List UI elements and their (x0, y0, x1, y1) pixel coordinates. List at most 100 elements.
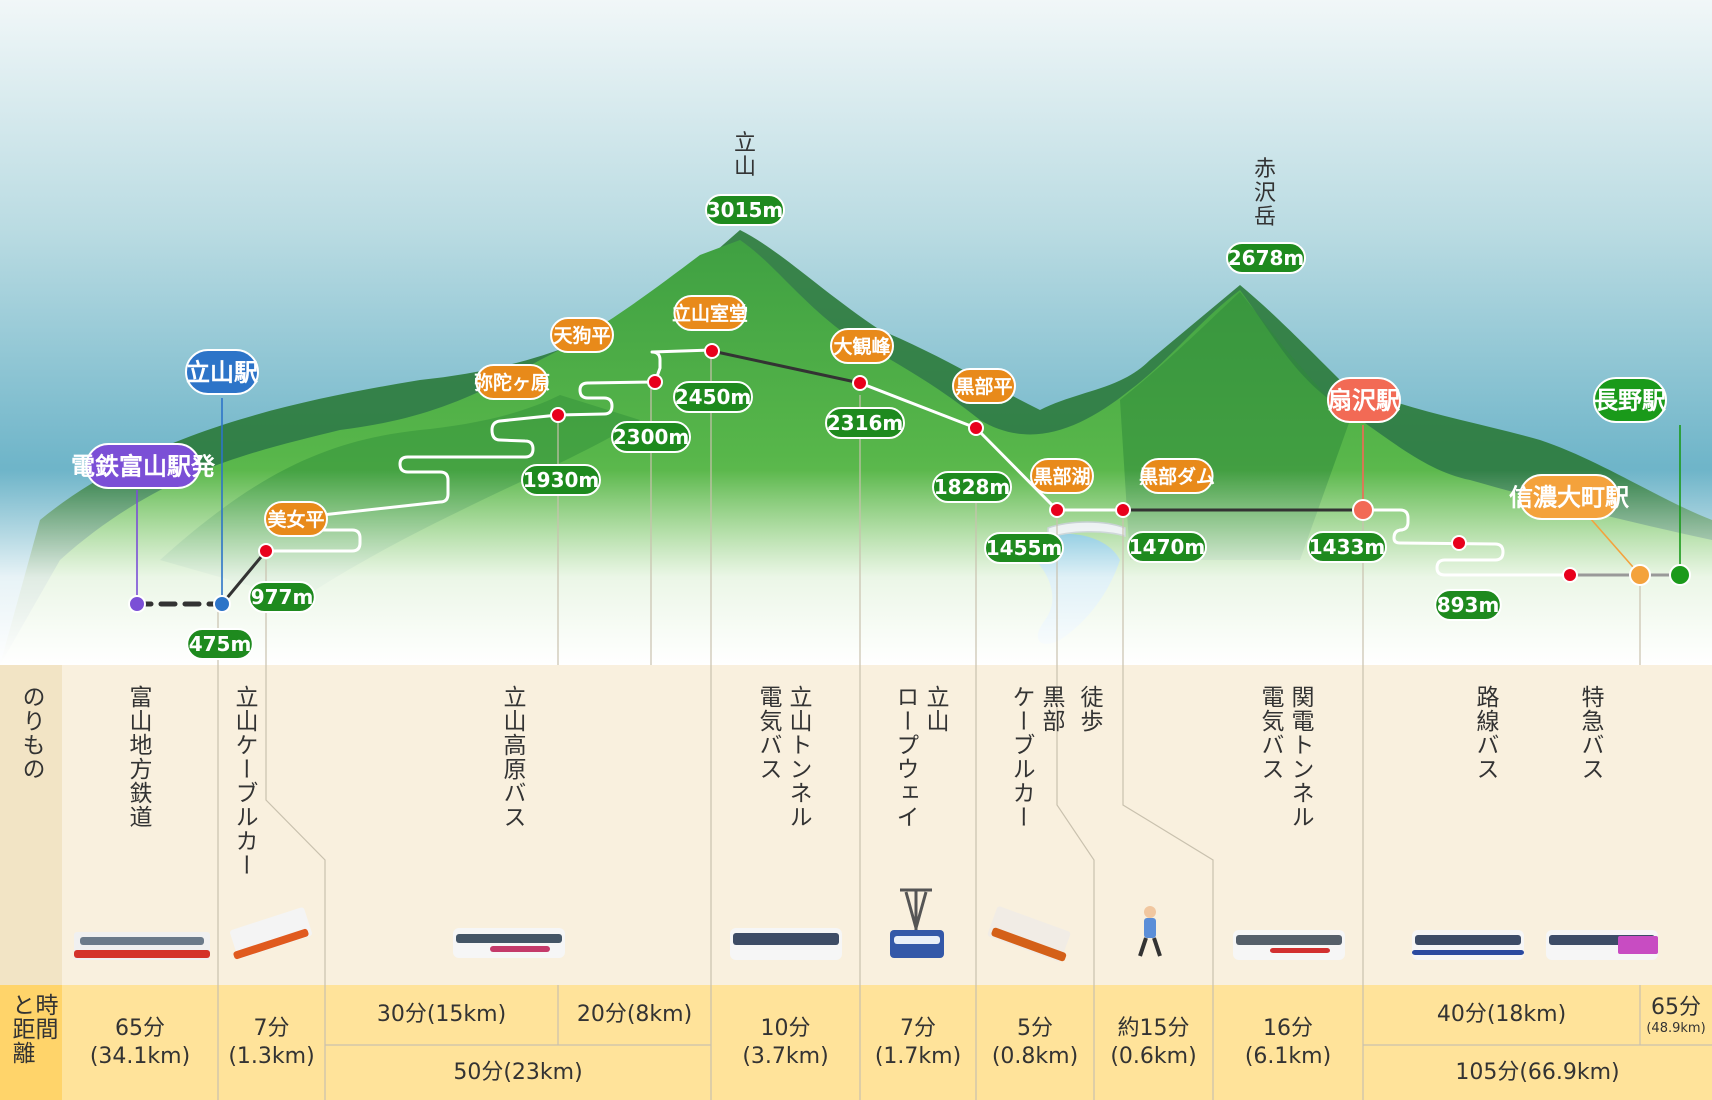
time-value: 7分 (900, 1015, 936, 1041)
vehicle-cablecar-stripe (233, 928, 309, 960)
station-tengudaira-bg (550, 317, 614, 353)
station-labels: 電鉄富山駅発立山駅美女平弥陀ヶ原天狗平立山室堂大観峰黒部平黒部湖黒部ダム扇沢駅信… (71, 295, 1667, 537)
dot-midagahara (550, 407, 566, 423)
route-kurobe-cable (974, 426, 1059, 512)
station-tengudaira-text: 天狗平 (553, 324, 610, 347)
dot-nagano (1669, 564, 1691, 586)
station-daikanbo: 大観峰 (830, 328, 894, 364)
altitude-alt-2300-bg (611, 421, 691, 453)
vehicle-train-windows (80, 937, 204, 945)
station-murodo: 立山室堂 (672, 295, 748, 331)
distance-value: (1.3km) (228, 1043, 315, 1069)
dot-daikanbo (852, 375, 868, 391)
altitude-alt-2300-text: 2300m (613, 425, 690, 449)
section-dividers (217, 355, 1712, 1100)
vehicle-name-tunnel-trolley-1: 電気バス (755, 685, 781, 781)
station-daikanbo-text: 大観峰 (833, 335, 891, 358)
altitude-alt-1828-bg (932, 471, 1012, 503)
altitude-alt-1455-text: 1455m (986, 536, 1063, 560)
altitude-alt-1470-text: 1470m (1129, 535, 1206, 559)
station-bijodaira-bg (264, 501, 328, 537)
time-value: 65分 (115, 1015, 165, 1041)
station-daikanbo-bg (830, 328, 894, 364)
station-midagahara: 弥陀ヶ原 (474, 364, 550, 400)
vehicle-name-ropeway-0: 立山 (922, 685, 948, 733)
time-cell-t-express: 65分(48.9km) (1640, 985, 1712, 1045)
station-shinano-omachi: 信濃大町駅 (1509, 474, 1629, 520)
time-header-b: と距離 (8, 993, 34, 1065)
station-kurobedaira-bg (952, 368, 1016, 404)
station-dentetsu-toyama: 電鉄富山駅発 (71, 443, 216, 489)
peak-altitude-akazawadake-bg (1226, 242, 1306, 274)
altitude-alt-475: 475m (186, 628, 254, 660)
time-cell-t-trolley: 10分(3.7km) (711, 985, 860, 1100)
vehicle-trolley-windows (733, 933, 839, 945)
altitude-alt-977-text: 977m (251, 585, 314, 609)
distance-value: (48.9km) (1646, 1021, 1706, 1036)
station-tateyama-st-bg (185, 349, 259, 395)
altitude-alt-1930: 1930m (521, 464, 601, 496)
vehicle-name-kanden-tunnel-0: 関電トンネル (1287, 685, 1313, 829)
altitude-alt-977: 977m (248, 581, 316, 613)
vehicle-name-tateyama-cable-0: 立山ケーブルカー (231, 685, 257, 877)
vehicle-name-express-bus-0: 特急バス (1577, 685, 1603, 781)
station-tengudaira: 天狗平 (550, 317, 614, 353)
station-kurobedaira: 黒部平 (952, 368, 1016, 404)
time-value: 40分(18km) (1436, 1002, 1567, 1027)
altitude-alt-1433-bg (1307, 531, 1387, 563)
station-bijodaira: 美女平 (264, 501, 328, 537)
time-value: 20分(8km) (576, 1002, 693, 1027)
time-cell-t-ropeway: 7分(1.7km) (860, 985, 976, 1100)
altitude-alt-893: 893m (1434, 589, 1502, 621)
vehicle-kogen-bus-windows (456, 934, 562, 943)
station-shinano-omachi-text: 信濃大町駅 (1509, 484, 1629, 512)
altitude-alt-1455-bg (984, 532, 1064, 564)
vehicle-name-walk-0: 徒歩 (1076, 685, 1102, 733)
altitude-alt-2316: 2316m (825, 407, 905, 439)
altitude-alt-1433-text: 1433m (1309, 535, 1386, 559)
time-header-col (0, 985, 62, 1100)
time-cell-t-cable: 7分(1.3km) (218, 985, 325, 1100)
altitude-alt-1828-text: 1828m (934, 475, 1011, 499)
dot-omachi-mid (1451, 535, 1467, 551)
time-value: 105分(66.9km) (1455, 1059, 1620, 1085)
altitude-alt-2450-bg (673, 381, 753, 413)
time-value: 10分 (760, 1015, 811, 1041)
dot-route-bus-end (1562, 567, 1578, 583)
route-dots (128, 343, 1691, 613)
vehicle-name-ropeway-1: ロープウェイ (892, 685, 918, 829)
vehicle-ropeway-tower (900, 888, 932, 930)
distance-value: (0.8km) (991, 1043, 1079, 1069)
peak-name-tateyama: 立山 (734, 131, 756, 180)
vehicle-express-bus-graphic (1618, 936, 1658, 954)
vehicle-route-bus-stripe (1412, 950, 1524, 955)
altitude-alt-1930-text: 1930m (523, 468, 600, 492)
vehicle-name-kogen-bus-0: 立山高原バス (499, 685, 525, 829)
altitude-alt-1930-bg (521, 464, 601, 496)
dot-dentetsu-toyama (128, 595, 146, 613)
altitude-alt-1470: 1470m (1127, 531, 1207, 563)
time-cell-t-kanden: 16分(6.1km) (1213, 985, 1363, 1100)
time-cell-t-kcable: 5分(0.8km) (976, 985, 1094, 1100)
time-cell-t-routebus: 40分(18km) (1363, 985, 1640, 1045)
vehicle-header-col (0, 665, 62, 985)
dot-bijodaira (258, 543, 274, 559)
vehicle-name-kurobe-cable-1: ケーブルカー (1008, 685, 1034, 829)
valley-fog (0, 470, 1712, 665)
station-midagahara-text: 弥陀ヶ原 (474, 371, 550, 394)
vehicle-kogen-bus-stripe (490, 946, 550, 952)
dot-murodo (704, 343, 720, 359)
time-value: 65分 (1651, 995, 1701, 1020)
vehicle-name-toyama-chiho-0: 富山地方鉄道 (125, 685, 151, 829)
time-cell-t-bus-b: 20分(8km) (558, 985, 711, 1045)
station-murodo-text: 立山室堂 (672, 302, 748, 325)
dot-tengudaira (647, 374, 663, 390)
time-cell-t-walk: 約15分(0.6km) (1094, 985, 1213, 1100)
route-cable (220, 549, 268, 606)
station-connectors (136, 398, 1681, 604)
altitude-alt-1433: 1433m (1307, 531, 1387, 563)
dot-kurobe-dam (1115, 502, 1131, 518)
station-bijodaira-text: 美女平 (267, 508, 324, 531)
vehicle-route-bus-windows (1415, 935, 1521, 945)
